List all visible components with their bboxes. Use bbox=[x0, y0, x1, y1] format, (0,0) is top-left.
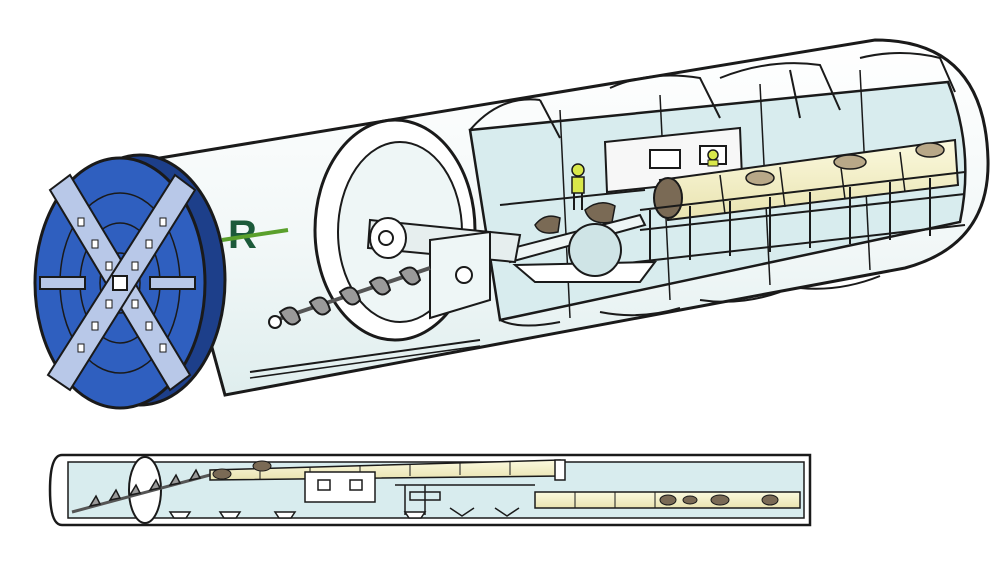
worker-standing bbox=[571, 163, 585, 210]
rock bbox=[584, 202, 616, 224]
logo-swoosh bbox=[221, 228, 289, 242]
shell-rail bbox=[249, 339, 481, 373]
rock bbox=[212, 468, 232, 480]
rock bbox=[659, 494, 677, 506]
rock bbox=[534, 215, 561, 234]
rock bbox=[745, 170, 775, 186]
section-tube-dividers bbox=[574, 492, 656, 508]
rock bbox=[761, 494, 779, 506]
rock bbox=[653, 177, 683, 219]
conveyor-drum bbox=[568, 223, 622, 277]
section-trolleys bbox=[168, 507, 520, 519]
cabin-window bbox=[349, 479, 363, 491]
worker-in-cabin bbox=[707, 149, 719, 167]
rock bbox=[252, 460, 272, 472]
conveyor-tube bbox=[653, 138, 960, 222]
side-section-view bbox=[48, 453, 812, 527]
section-bulkhead bbox=[128, 456, 162, 524]
cutter-head bbox=[33, 153, 227, 410]
section-frame bbox=[395, 484, 535, 515]
walkway-railing bbox=[499, 171, 966, 266]
bulkhead bbox=[313, 118, 522, 342]
brand-logo: R bbox=[221, 213, 289, 257]
rock bbox=[833, 154, 867, 170]
rock bbox=[710, 494, 730, 506]
rock bbox=[915, 142, 945, 158]
screw-conveyor bbox=[268, 266, 431, 329]
muck-conveyor bbox=[503, 202, 658, 283]
cabin-window bbox=[317, 479, 331, 491]
cutter-spoke bbox=[39, 276, 86, 290]
rock bbox=[682, 495, 698, 505]
isometric-cutaway-view: R bbox=[33, 38, 990, 410]
cutter-spoke bbox=[149, 276, 196, 290]
section-control-cabin bbox=[304, 471, 376, 503]
cabin-window bbox=[649, 149, 681, 169]
section-conveyor-end bbox=[554, 459, 566, 481]
shell-rail bbox=[249, 345, 481, 379]
cutter-hub bbox=[112, 275, 128, 291]
section-screw-conveyor bbox=[71, 468, 211, 514]
